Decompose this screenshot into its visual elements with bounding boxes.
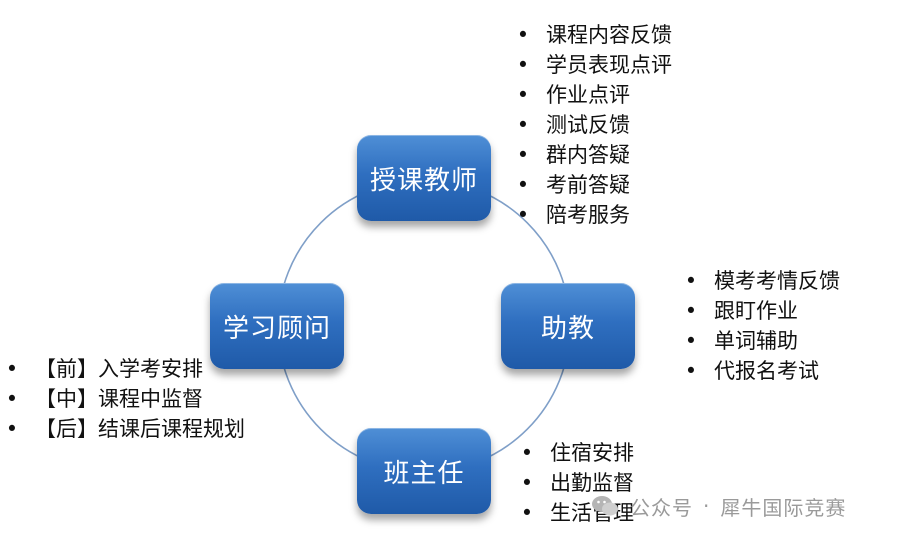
watermark: 公众号 · 犀牛国际竞赛 [590, 490, 846, 522]
teacher-duties-list: •课程内容反馈 •学员表现点评 •作业点评 •测试反馈 •群内答疑 •考前答疑 … [516, 20, 672, 230]
bullet-icon: • [516, 83, 530, 107]
bullet-icon: • [684, 359, 698, 383]
list-item: •生活管理 [520, 498, 634, 528]
watermark-platform: 公众号 [630, 495, 693, 520]
list-item: •【后】结课后课程规划 [5, 414, 245, 444]
list-item: •住宿安排 [520, 438, 634, 468]
list-item: •单词辅助 [684, 326, 840, 356]
node-assistant-label: 助教 [540, 313, 595, 344]
list-item: •代报名考试 [684, 356, 840, 386]
wechat-icon [592, 496, 618, 516]
bullet-icon: • [516, 23, 530, 47]
advisor-duties-list: •【前】入学考安排 •【中】课程中监督 •【后】结课后课程规划 [5, 354, 245, 444]
bullet-icon: • [520, 441, 534, 465]
bullet-icon: • [684, 269, 698, 293]
list-item: •测试反馈 [516, 110, 672, 140]
bullet-icon: • [684, 329, 698, 353]
node-advisor-label: 学习顾问 [222, 313, 331, 344]
bullet-icon: • [520, 471, 534, 495]
list-item: •作业点评 [516, 80, 672, 110]
list-item: •陪考服务 [516, 200, 672, 230]
list-item: •学员表现点评 [516, 50, 672, 80]
bullet-icon: • [516, 113, 530, 137]
list-item: •跟盯作业 [684, 296, 840, 326]
bullet-icon: • [520, 501, 534, 525]
class-teacher-duties-list: •住宿安排 •出勤监督 •生活管理 [520, 438, 634, 528]
node-teacher-label: 授课教师 [369, 165, 478, 196]
list-item: •课程内容反馈 [516, 20, 672, 50]
list-item: •群内答疑 [516, 140, 672, 170]
bullet-icon: • [516, 203, 530, 227]
bullet-icon: • [5, 357, 19, 381]
bullet-icon: • [5, 387, 19, 411]
bullet-icon: • [684, 299, 698, 323]
node-assistant: 助教 [501, 283, 635, 369]
list-item: •【前】入学考安排 [5, 354, 245, 384]
list-item: •出勤监督 [520, 468, 634, 498]
list-item: •模考考情反馈 [684, 266, 840, 296]
bullet-icon: • [516, 173, 530, 197]
node-class-teacher: 班主任 [357, 428, 491, 514]
bullet-icon: • [516, 143, 530, 167]
bullet-icon: • [5, 417, 19, 441]
node-teacher: 授课教师 [357, 135, 491, 221]
node-class-teacher-label: 班主任 [383, 458, 465, 489]
list-item: •【中】课程中监督 [5, 384, 245, 414]
bullet-icon: • [516, 53, 530, 77]
list-item: •考前答疑 [516, 170, 672, 200]
watermark-separator: · [703, 494, 711, 518]
node-advisor: 学习顾问 [210, 283, 344, 369]
watermark-account: 犀牛国际竞赛 [720, 495, 847, 520]
assistant-duties-list: •模考考情反馈 •跟盯作业 •单词辅助 •代报名考试 [684, 266, 840, 386]
